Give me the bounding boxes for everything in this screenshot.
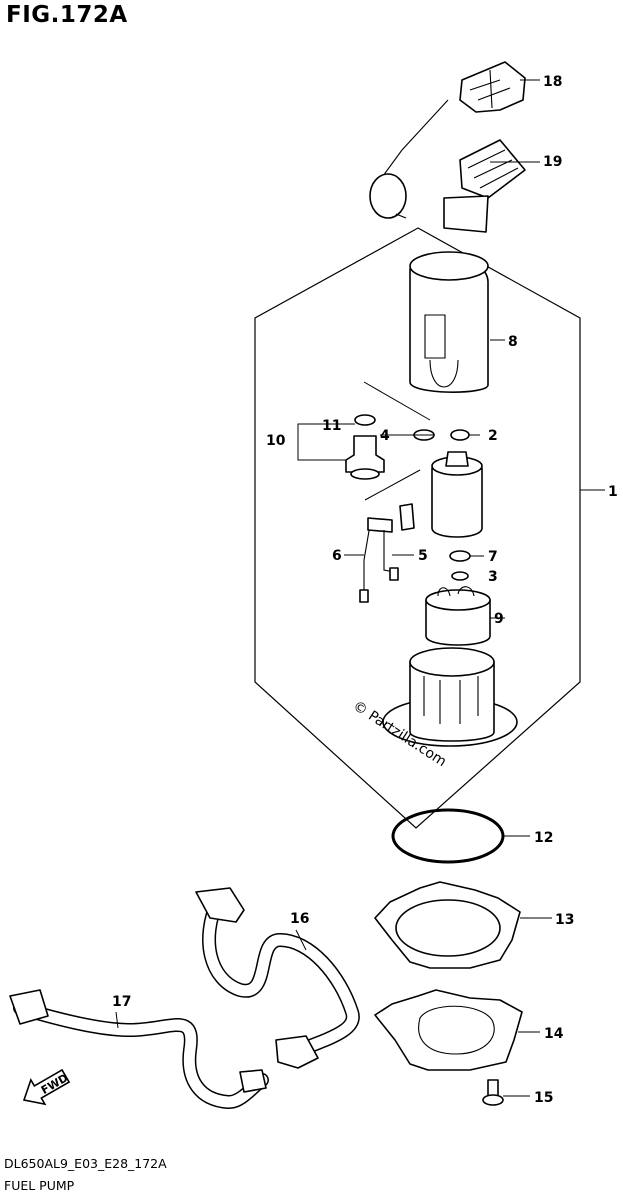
fuel-filter-part-9[interactable] <box>425 586 491 646</box>
callout-3: 3 <box>488 569 498 585</box>
o-ring-part-2[interactable] <box>450 429 470 441</box>
retaining-plate-part-13[interactable] <box>374 881 521 969</box>
fwd-arrow-icon: FWD <box>22 1068 70 1106</box>
callout-19: 19 <box>543 154 562 170</box>
gasket-part-12[interactable] <box>391 808 505 864</box>
diagram-code: DL650AL9_E03_E28_172A <box>4 1156 167 1171</box>
terminal-part-5[interactable] <box>399 503 415 531</box>
assembly-outline <box>254 227 581 829</box>
callout-17: 17 <box>112 994 131 1010</box>
callout-11: 11 <box>322 418 341 434</box>
callout-7: 7 <box>488 549 498 565</box>
callout-6: 6 <box>332 548 342 564</box>
washer-part-3[interactable] <box>451 571 469 581</box>
pump-case[interactable] <box>382 647 518 747</box>
callout-2: 2 <box>488 428 498 444</box>
callout-14: 14 <box>544 1026 564 1042</box>
diagram-name: FUEL PUMP <box>4 1178 75 1193</box>
callout-10: 10 <box>266 433 286 449</box>
callout-18: 18 <box>543 74 562 90</box>
callout-9: 9 <box>494 611 504 627</box>
callout-15: 15 <box>534 1090 553 1106</box>
bracket-part-19[interactable] <box>443 139 526 233</box>
callout-16: 16 <box>290 911 309 927</box>
wiring-lead-part-6[interactable] <box>359 517 399 603</box>
callout-12: 12 <box>534 830 553 846</box>
fuel-hose-part-16[interactable] <box>195 887 360 1069</box>
callout-13: 13 <box>555 912 574 928</box>
callout-8: 8 <box>508 334 518 350</box>
fuel-level-gauge-part-18[interactable] <box>369 61 526 219</box>
callout-1: 1 <box>608 484 618 500</box>
fuel-pump-motor[interactable] <box>431 451 483 538</box>
gasket-plate-part-14[interactable] <box>374 989 523 1071</box>
pressure-regulator-part-10[interactable] <box>345 414 385 480</box>
pump-holder-part-8[interactable] <box>409 251 489 393</box>
callout-5: 5 <box>418 548 428 564</box>
figure-title: FIG.172A <box>6 2 128 28</box>
callout-4: 4 <box>380 428 390 444</box>
fuel-hose-part-17[interactable] <box>9 989 269 1109</box>
bolt-part-15[interactable] <box>482 1079 504 1106</box>
o-ring-part-7[interactable] <box>449 550 471 562</box>
